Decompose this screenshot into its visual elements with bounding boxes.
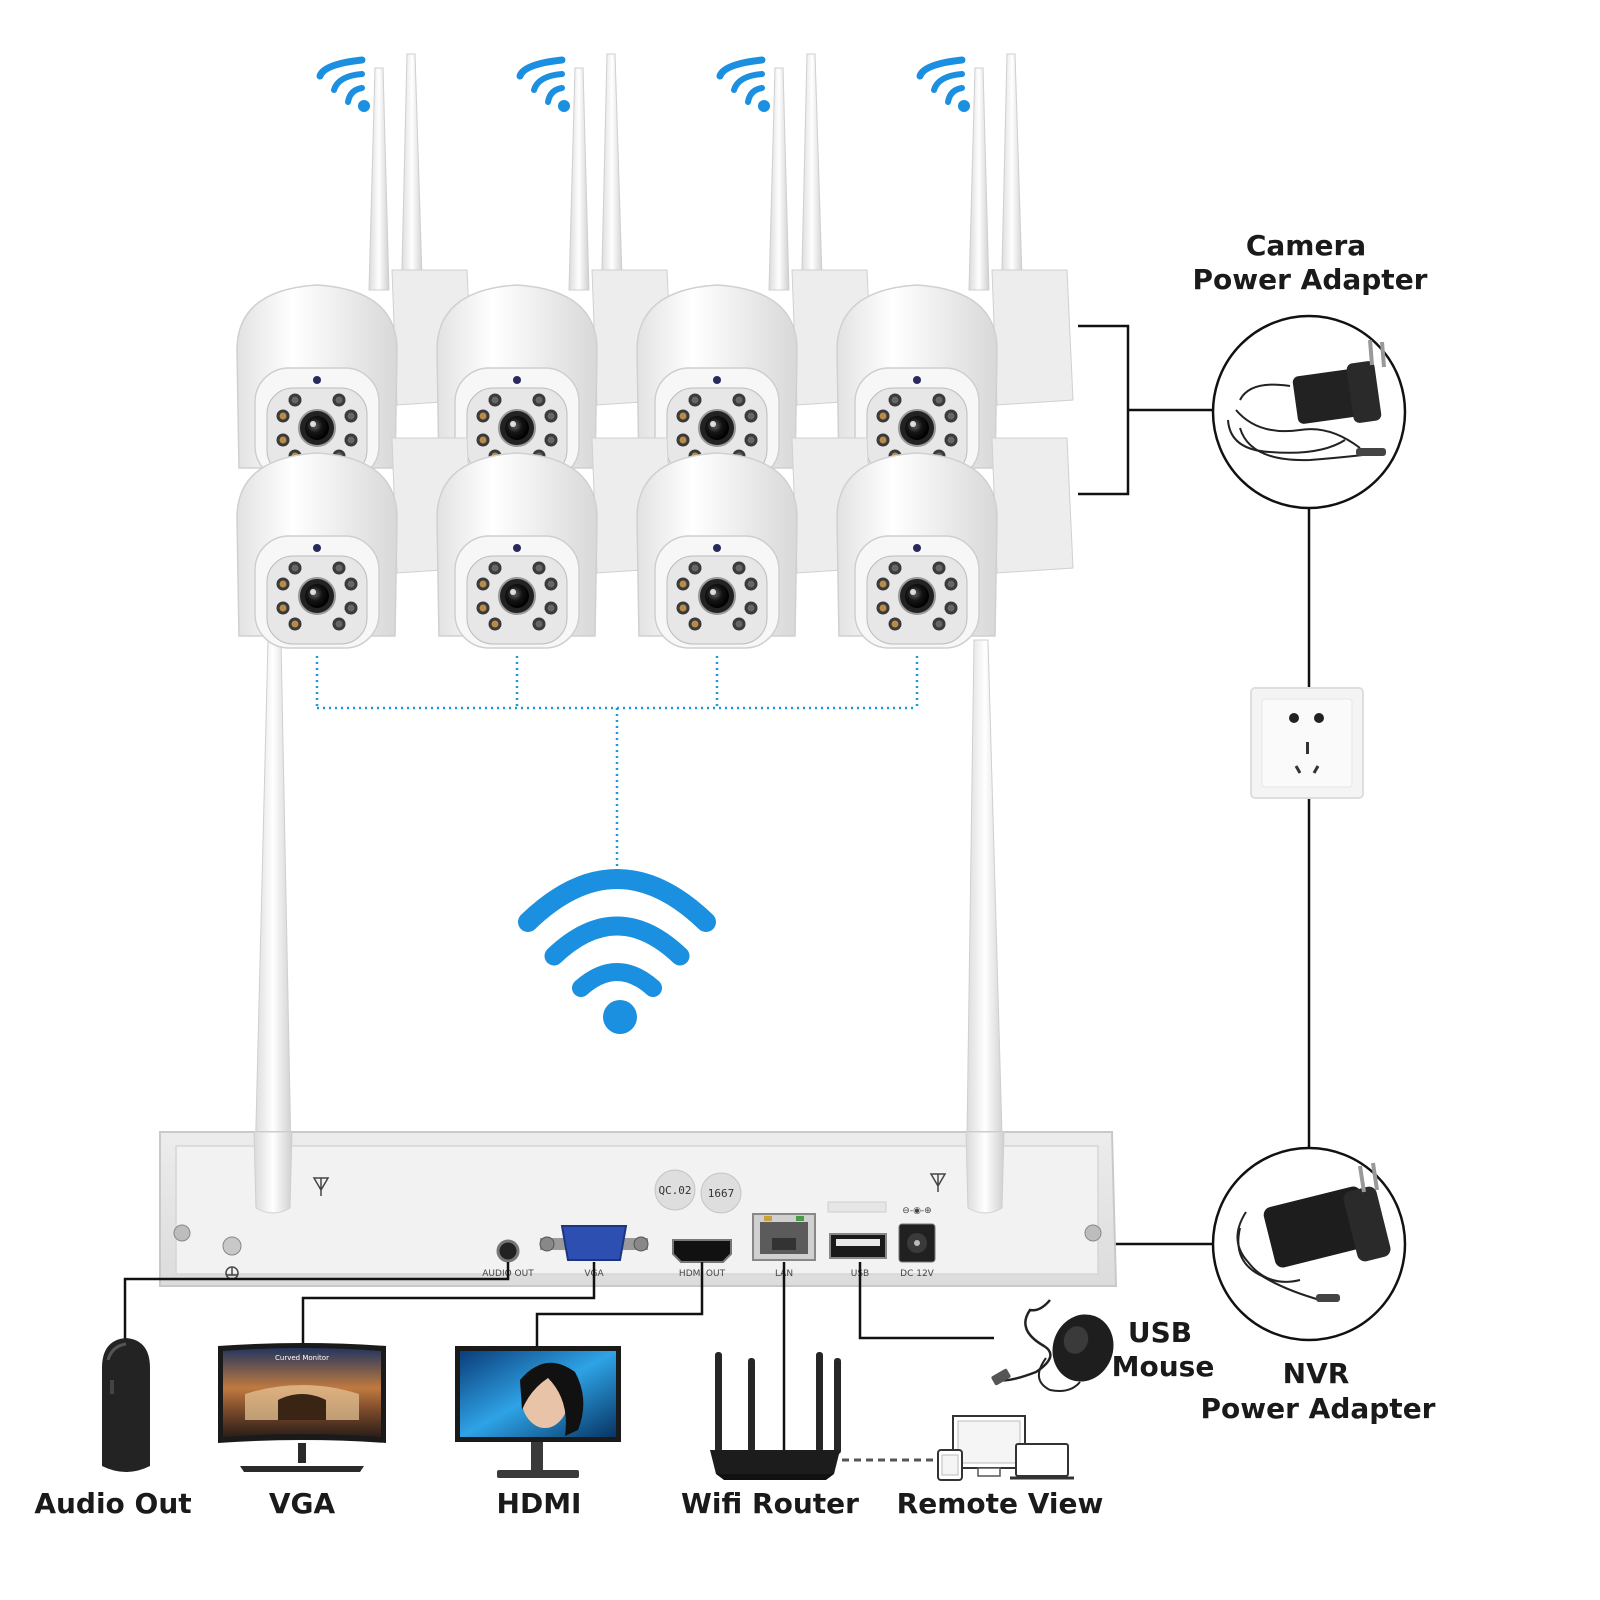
wifi-icon [518, 869, 716, 1034]
wifi-cameras [236, 53, 1074, 649]
camera-unit [836, 53, 1074, 481]
usb-port [827, 1201, 887, 1259]
camera-unit [636, 437, 874, 649]
vga-label: VGA [269, 1487, 336, 1520]
camera-adapter-label-line1: Camera [1246, 229, 1366, 262]
wall-socket-icon [1250, 687, 1364, 799]
wifi-icon [916, 56, 970, 112]
wifi-icon [316, 56, 370, 112]
remote-view-label: Remote View [897, 1487, 1104, 1520]
svg-text:1667: 1667 [708, 1187, 735, 1200]
camera-adapter-label-line2: Power Adapter [1192, 263, 1427, 296]
remote-devices-icon [937, 1415, 1074, 1481]
port-label-dc: DC 12V [900, 1269, 935, 1279]
lan-port [752, 1213, 816, 1261]
nvr-adapter-label-line2: Power Adapter [1200, 1392, 1435, 1425]
nvr-adapter-label-line1: NVR [1283, 1357, 1350, 1390]
wifi-router-label: Wifi Router [681, 1487, 859, 1520]
hdmi-monitor-icon [455, 1346, 621, 1478]
output-wiring [123, 1262, 994, 1460]
svg-text:⊖-◉-⊕: ⊖-◉-⊕ [902, 1206, 931, 1216]
camera-unit [236, 53, 474, 481]
screw-icons [173, 1224, 1102, 1256]
wifi-icon [516, 56, 570, 112]
camera-power-adapter [1211, 314, 1407, 510]
speaker-icon [102, 1338, 150, 1472]
wifi-icon [716, 56, 770, 112]
camera-unit [836, 437, 1074, 649]
monitor-brand-text: Curved Monitor [275, 1354, 329, 1362]
svg-text:QC.02: QC.02 [658, 1184, 691, 1197]
nvr-power-adapter [1211, 1146, 1407, 1342]
audio-out-label: Audio Out [34, 1487, 191, 1520]
usb-mouse-icon [991, 1299, 1114, 1392]
serial-sticker: 1667 [700, 1172, 742, 1214]
hdmi-label: HDMI [497, 1487, 582, 1520]
hdmi-port [672, 1239, 732, 1263]
antenna-icon [312, 1173, 947, 1196]
vga-monitor-icon: Curved Monitor [218, 1343, 386, 1472]
camera-network-lines [315, 656, 919, 872]
camera-unit [636, 53, 874, 481]
usb-mouse-label-line1: USB [1128, 1316, 1192, 1349]
audio-out-port [496, 1239, 520, 1263]
camera-unit [436, 437, 674, 649]
usb-mouse-label-line2: Mouse [1112, 1350, 1215, 1383]
vga-port [539, 1225, 649, 1261]
qc-sticker: QC.02 [654, 1169, 696, 1211]
nvr-recorder: QC.02 1667 [159, 1131, 1118, 1287]
dc-power-port: ⊖-◉-⊕ [898, 1206, 936, 1263]
camera-unit [436, 53, 674, 481]
router-icon [710, 1352, 841, 1480]
